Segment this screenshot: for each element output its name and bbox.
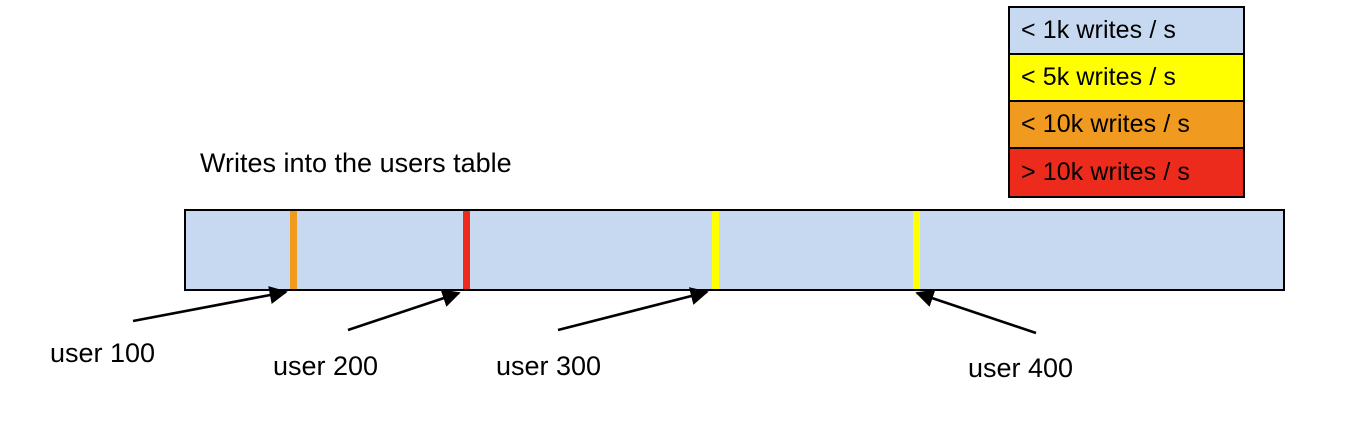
legend-entry-label: < 5k writes / s (1021, 63, 1177, 91)
arrow-user-200 (347, 289, 461, 332)
legend-entry-under-5k: < 5k writes / s (1010, 55, 1243, 102)
stripe-user-200 (463, 211, 470, 289)
write-rate-legend: < 1k writes / s < 5k writes / s < 10k wr… (1008, 6, 1245, 198)
arrow-user-100 (132, 286, 288, 323)
stripe-user-100 (290, 211, 297, 289)
callout-label-user-400: user 400 (968, 353, 1074, 383)
arrow-user-400 (915, 289, 1037, 335)
legend-entry-label: < 1k writes / s (1021, 16, 1177, 44)
legend-entry-under-1k: < 1k writes / s (1010, 8, 1243, 55)
legend-entry-under-10k: < 10k writes / s (1010, 102, 1243, 149)
callout-label-user-300: user 300 (496, 351, 602, 381)
legend-entry-label: > 10k writes / s (1021, 158, 1191, 186)
arrow-user-300 (557, 287, 709, 332)
stripe-user-300 (712, 211, 719, 289)
users-table-keyspace-bar (184, 209, 1285, 291)
legend-entry-over-10k: > 10k writes / s (1010, 149, 1243, 196)
stripe-user-400 (913, 211, 920, 289)
callout-label-user-200: user 200 (273, 351, 379, 381)
chart-title: Writes into the users table (200, 148, 512, 178)
legend-entry-label: < 10k writes / s (1021, 110, 1191, 138)
callout-label-user-100: user 100 (50, 338, 156, 368)
